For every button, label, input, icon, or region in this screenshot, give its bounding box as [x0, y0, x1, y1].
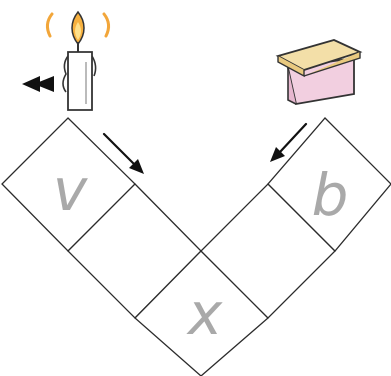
letter-bottom: x [186, 280, 223, 348]
right-arm-cell-1[interactable] [267, 117, 391, 252]
candle-icon [45, 10, 111, 111]
arrow-down-right-icon [102, 132, 144, 174]
arrow-down-left-icon [270, 122, 308, 162]
letter-left-top: v [53, 156, 89, 224]
box-icon [275, 39, 363, 106]
letter-right-top: b [312, 161, 349, 229]
pointer-arrow-icon [22, 76, 54, 92]
